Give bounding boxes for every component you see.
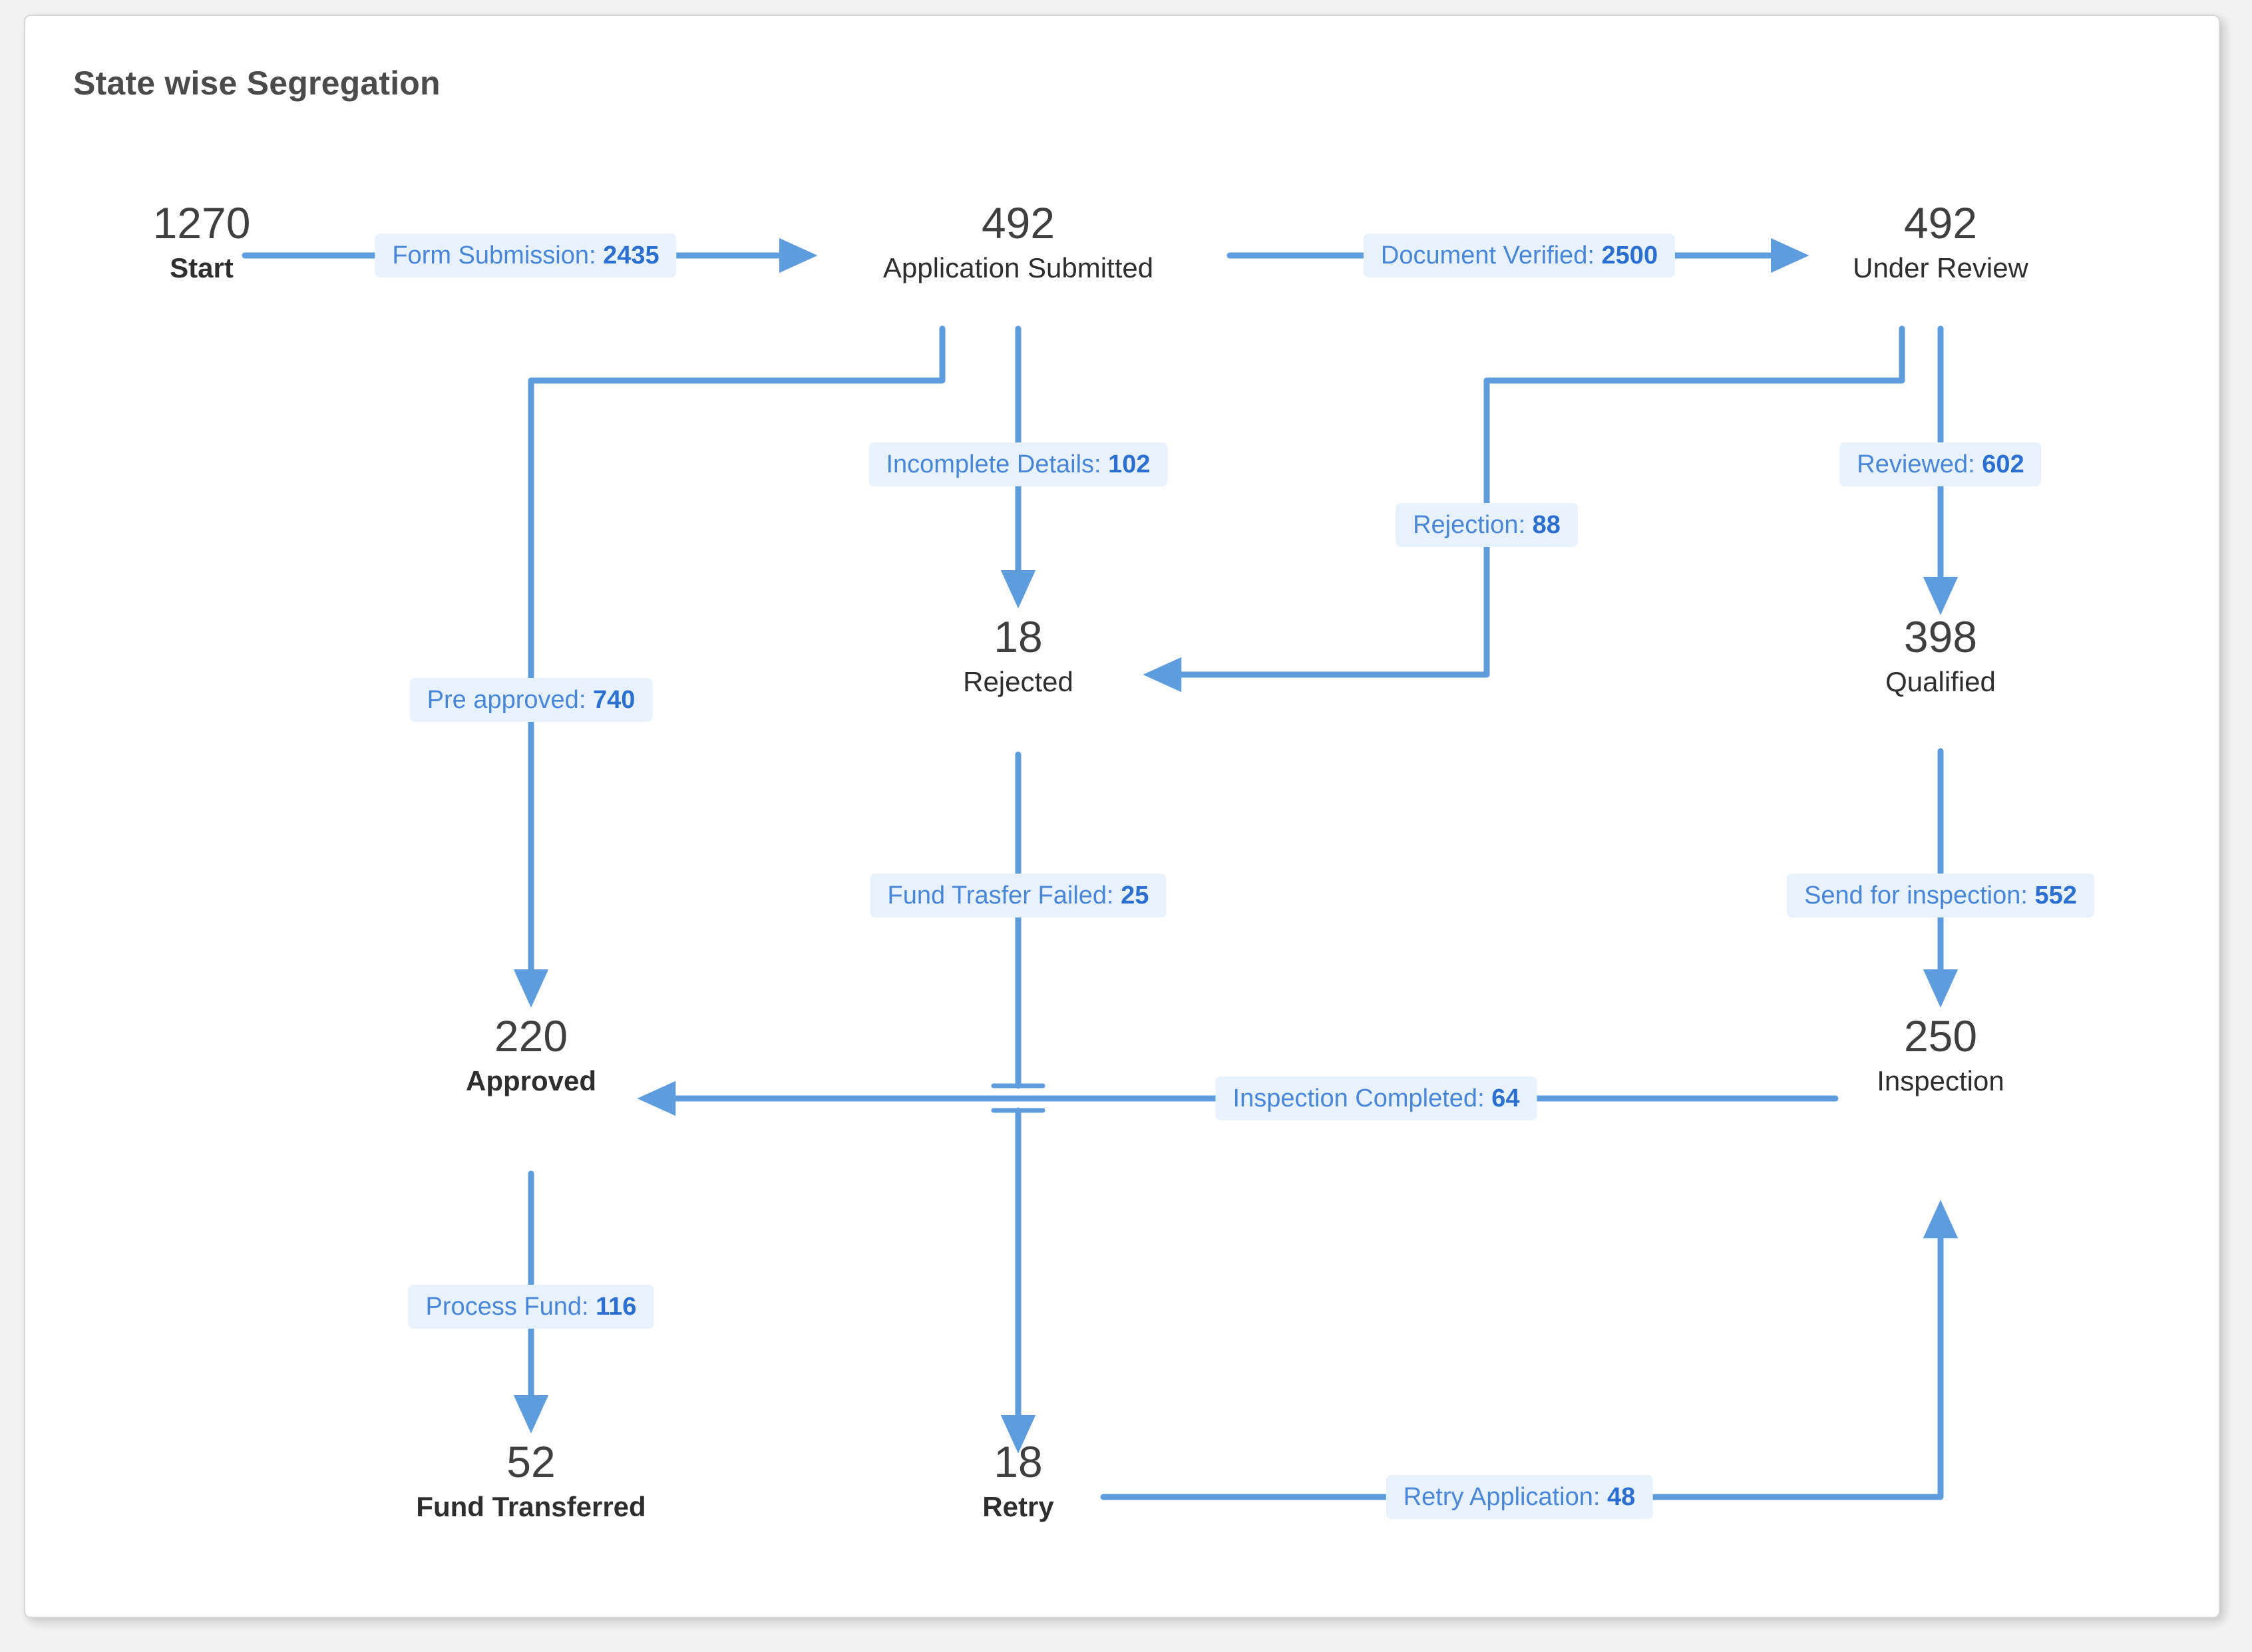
edge-label-colon: : — [1477, 1084, 1492, 1112]
edge-label-document-verified-name: Document Verified — [1380, 242, 1588, 269]
node-application-submitted[interactable]: 492 Application Submitted — [883, 201, 1153, 282]
edge-label-rejection-name: Rejection — [1413, 511, 1519, 539]
edge-label-send-for-inspection-value: 552 — [2034, 882, 2077, 909]
edge-label-inspection-completed[interactable]: Inspection Completed: 64 — [1215, 1076, 1537, 1120]
edge-label-colon: : — [582, 1293, 596, 1321]
node-rejected-value: 18 — [994, 612, 1043, 661]
edge-label-document-verified[interactable]: Document Verified: 2500 — [1363, 234, 1676, 277]
node-inspection-label: Inspection — [1877, 1065, 2004, 1096]
edge-label-incomplete-details-name: Incomplete Details — [886, 450, 1095, 478]
edge-label-inspection-completed-name: Inspection Completed — [1232, 1084, 1478, 1112]
node-retry[interactable]: 18 Retry — [982, 1440, 1053, 1521]
node-fund-transferred[interactable]: 52 Fund Transferred — [416, 1440, 646, 1521]
edge-label-rejection-value: 88 — [1532, 511, 1561, 539]
node-inspection[interactable]: 250 Inspection — [1877, 1014, 2004, 1095]
edge-label-colon: : — [1968, 450, 1982, 478]
edge-label-form-submission-name: Form Submission — [392, 242, 589, 269]
edge-label-inspection-completed-value: 64 — [1491, 1084, 1520, 1112]
edge-label-incomplete-details-value: 102 — [1108, 450, 1151, 478]
edge-label-process-fund-value: 116 — [596, 1293, 637, 1321]
node-rejected-label: Rejected — [963, 666, 1073, 697]
edge-label-send-for-inspection-name: Send for inspection — [1804, 882, 2021, 909]
node-qualified-label: Qualified — [1885, 666, 1996, 697]
edge-label-colon: : — [1518, 511, 1533, 539]
edge-label-colon: : — [1593, 1483, 1607, 1511]
edge-label-pre-approved-name: Pre approved — [427, 686, 579, 714]
edge-label-document-verified-value: 2500 — [1601, 242, 1658, 269]
node-approved-value: 220 — [494, 1011, 568, 1061]
edge-label-process-fund[interactable]: Process Fund: 116 — [408, 1285, 654, 1329]
edge-label-colon: : — [1587, 242, 1602, 269]
edge-retry-application — [1100, 1200, 1959, 1500]
edge-label-incomplete-details[interactable]: Incomplete Details: 102 — [868, 442, 1168, 486]
edge-label-reviewed[interactable]: Reviewed: 602 — [1839, 442, 2042, 486]
node-under-review[interactable]: 492 Under Review — [1853, 201, 2028, 282]
edge-label-form-submission[interactable]: Form Submission: 2435 — [375, 234, 677, 277]
edge-label-colon: : — [2020, 882, 2035, 909]
node-rejected[interactable]: 18 Rejected — [963, 615, 1073, 696]
edge-label-pre-approved-value: 740 — [592, 686, 636, 714]
edge-label-colon: : — [588, 242, 604, 269]
edge-label-form-submission-value: 2435 — [603, 242, 659, 269]
edge-label-fund-trasfer-failed-name: Fund Trasfer Failed — [887, 882, 1107, 909]
state-wise-segregation-card: State wise Segregation — [24, 15, 2220, 1618]
node-qualified[interactable]: 398 Qualified — [1885, 615, 1996, 696]
node-start-label: Start — [170, 252, 234, 283]
edge-label-colon: : — [1107, 882, 1121, 909]
edge-label-reviewed-value: 602 — [1982, 450, 2024, 478]
edge-label-retry-application-value: 48 — [1607, 1483, 1636, 1511]
node-inspection-value: 250 — [1903, 1011, 1978, 1061]
edge-label-send-for-inspection[interactable]: Send for inspection: 552 — [1787, 874, 2094, 917]
edge-label-fund-trasfer-failed[interactable]: Fund Trasfer Failed: 25 — [870, 874, 1167, 917]
edge-label-fund-trasfer-failed-value: 25 — [1121, 882, 1149, 909]
node-approved-label: Approved — [465, 1065, 597, 1096]
node-application-submitted-value: 492 — [981, 198, 1055, 248]
node-under-review-value: 492 — [1903, 198, 1978, 248]
node-fund-transferred-value: 52 — [506, 1437, 556, 1486]
edge-label-pre-approved[interactable]: Pre approved: 740 — [409, 678, 653, 722]
edge-label-retry-application[interactable]: Retry Application: 48 — [1386, 1475, 1653, 1519]
edge-label-retry-application-name: Retry Application — [1403, 1483, 1593, 1511]
node-retry-label: Retry — [982, 1491, 1054, 1522]
node-start[interactable]: 1270 Start — [153, 201, 251, 282]
node-retry-value: 18 — [994, 1437, 1043, 1486]
edge-label-colon: : — [1094, 450, 1109, 478]
node-start-value: 1270 — [152, 198, 251, 248]
node-approved[interactable]: 220 Approved — [466, 1014, 596, 1095]
node-under-review-label: Under Review — [1853, 252, 2028, 283]
node-qualified-value: 398 — [1903, 612, 1978, 661]
page-title: State wise Segregation — [73, 65, 441, 102]
edge-label-reviewed-name: Reviewed — [1857, 450, 1969, 478]
edge-label-rejection[interactable]: Rejection: 88 — [1396, 503, 1578, 547]
edge-rejection — [1143, 325, 1905, 693]
node-application-submitted-label: Application Submitted — [882, 252, 1154, 283]
node-fund-transferred-label: Fund Transferred — [416, 1491, 646, 1522]
edge-label-process-fund-name: Process Fund — [425, 1293, 582, 1321]
edge-label-colon: : — [578, 686, 593, 714]
